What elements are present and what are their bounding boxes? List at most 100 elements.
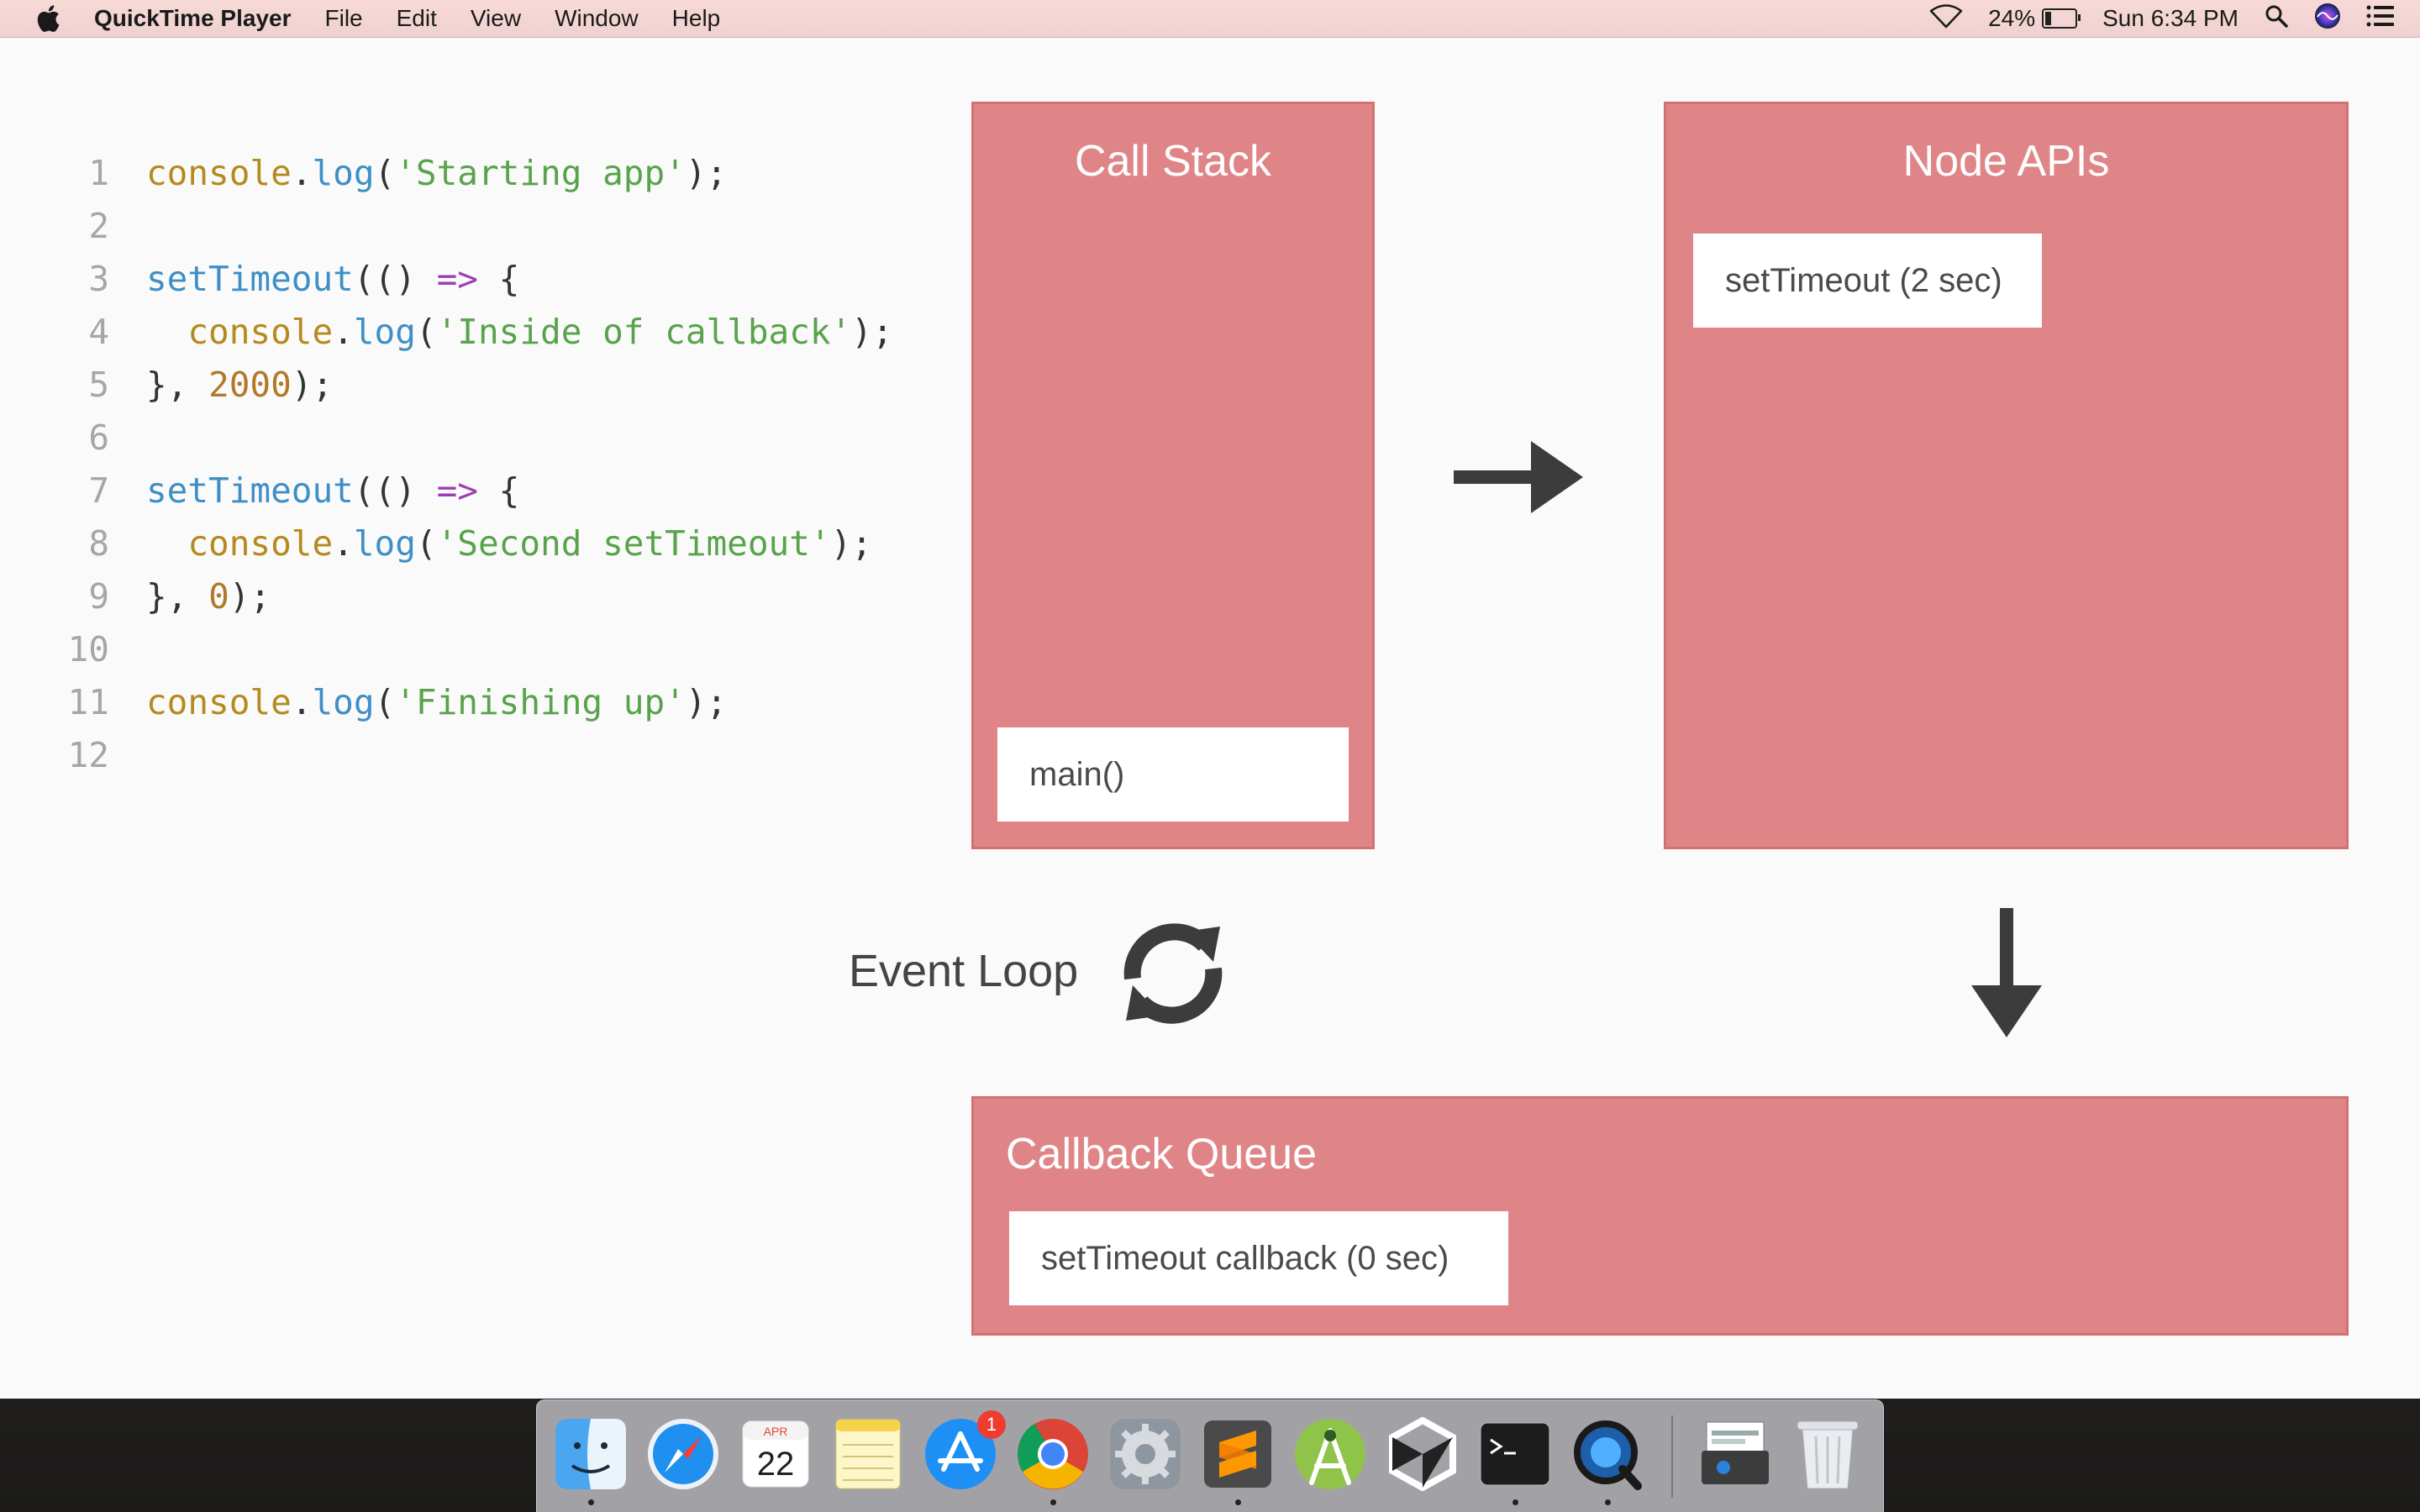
chrome-icon[interactable]	[1014, 1415, 1092, 1493]
notes-icon[interactable]	[829, 1415, 907, 1493]
trash-icon[interactable]	[1789, 1415, 1866, 1493]
menu-edit[interactable]: Edit	[396, 5, 437, 31]
menu-view[interactable]: View	[470, 5, 522, 31]
code-line: 6	[50, 412, 893, 465]
line-number: 12	[67, 735, 109, 775]
call-stack-panel: Call Stack main()	[971, 102, 1375, 849]
line-number: 8	[88, 523, 109, 564]
call-stack-item-main: main()	[997, 727, 1349, 822]
code-token: .	[291, 682, 313, 722]
menu-bar: QuickTime Player File Edit View Window H…	[0, 0, 2420, 38]
menu-app-name[interactable]: QuickTime Player	[94, 5, 292, 31]
node-apis-item-settimeout: setTimeout (2 sec)	[1693, 234, 2042, 328]
quicktime-icon[interactable]	[1569, 1415, 1646, 1493]
line-number: 1	[88, 153, 109, 193]
finder-icon[interactable]	[552, 1415, 629, 1493]
arrow-down-icon	[1971, 908, 2042, 1037]
node-apis-title: Node APIs	[1902, 137, 2110, 186]
line-number: 9	[88, 576, 109, 617]
app-store-icon[interactable]: 1	[922, 1410, 1006, 1493]
callback-queue-panel: Callback Queue setTimeout callback (0 se…	[971, 1096, 2349, 1336]
code-token: setTimeout	[146, 470, 354, 511]
callback-queue-title: Callback Queue	[1006, 1130, 1317, 1179]
battery-percent: 24%	[1988, 5, 2036, 31]
code-token: 2000	[208, 365, 292, 405]
code-line: 7 setTimeout(() => {	[50, 465, 893, 517]
code-token: 'Starting app'	[395, 153, 686, 193]
code-line: 5}, 2000);	[50, 359, 893, 412]
android-studio-icon[interactable]	[1292, 1415, 1369, 1493]
code-token: .	[333, 523, 354, 564]
code-token: =>	[436, 259, 478, 299]
calendar-icon[interactable]: APR 22	[737, 1415, 814, 1493]
code-line: 10	[50, 623, 893, 676]
code-token: (	[415, 523, 437, 564]
calendar-day: 22	[757, 1446, 795, 1483]
code-token: (	[415, 312, 437, 352]
code-token: );	[685, 682, 728, 722]
node-apis-panel: Node APIs setTimeout (2 sec)	[1664, 102, 2349, 849]
line-number: 4	[88, 312, 109, 352]
battery-status[interactable]: 24%	[1988, 5, 2081, 32]
system-preferences-icon[interactable]	[1107, 1415, 1184, 1493]
code-token: log	[312, 682, 375, 722]
code-token: (()	[353, 470, 437, 511]
safari-icon[interactable]	[644, 1415, 722, 1493]
code-token: .	[333, 312, 354, 352]
code-line: 12	[50, 729, 893, 782]
code-token: log	[353, 312, 416, 352]
menu-file[interactable]: File	[324, 5, 363, 31]
spotlight-search-icon[interactable]	[2264, 3, 2289, 34]
code-token: console	[146, 153, 292, 193]
battery-icon	[2042, 8, 2081, 29]
code-token: );	[291, 365, 334, 405]
menu-help[interactable]: Help	[671, 5, 721, 31]
code-token: 'Inside of callback'	[436, 312, 852, 352]
code-token: (	[374, 682, 396, 722]
menu-clock[interactable]: Sun 6:34 PM	[2102, 5, 2238, 31]
event-loop-cycle-icon	[1123, 923, 1223, 1024]
code-token: },	[146, 576, 209, 617]
line-number: 3	[88, 259, 109, 299]
code-token: },	[146, 365, 209, 405]
wifi-icon[interactable]	[1929, 3, 1963, 34]
code-token: console	[146, 312, 334, 352]
line-number: 2	[88, 206, 109, 246]
code-token: );	[229, 576, 271, 617]
code-token: console	[146, 682, 292, 722]
code-line: 8 console.log('Second setTimeout');	[50, 517, 893, 570]
menu-window[interactable]: Window	[555, 5, 639, 31]
code-token: console	[146, 523, 334, 564]
code-token: );	[830, 523, 872, 564]
terminal-icon[interactable]	[1476, 1415, 1554, 1493]
line-number: 6	[88, 417, 109, 458]
preview-icon[interactable]	[1697, 1415, 1774, 1493]
code-line: 9}, 0);	[50, 570, 893, 623]
code-token: 'Second setTimeout'	[436, 523, 831, 564]
notification-center-icon[interactable]	[2366, 4, 2395, 34]
calendar-month: APR	[764, 1425, 788, 1438]
arrow-right-icon	[1454, 441, 1583, 513]
code-token: .	[291, 153, 313, 193]
code-token: 0	[208, 576, 229, 617]
line-number: 7	[88, 470, 109, 511]
code-line: 4 console.log('Inside of callback');	[50, 306, 892, 359]
line-number: 10	[67, 629, 109, 669]
code-line: 1 console.log('Starting app');	[50, 147, 893, 200]
call-stack-title: Call Stack	[1074, 137, 1272, 186]
dock-separator	[1671, 1415, 1673, 1498]
sublime-text-icon[interactable]	[1199, 1415, 1276, 1493]
code-token: );	[685, 153, 728, 193]
unity-icon[interactable]	[1384, 1415, 1461, 1493]
app-store-badge: 1	[977, 1410, 1006, 1439]
code-token: {	[477, 470, 520, 511]
code-token: log	[312, 153, 375, 193]
code-token: =>	[436, 470, 478, 511]
code-token: (	[374, 153, 396, 193]
callback-queue-item-settimeout: setTimeout callback (0 sec)	[1009, 1211, 1508, 1305]
apple-menu-icon[interactable]	[34, 4, 62, 33]
siri-icon[interactable]	[2314, 3, 2341, 35]
